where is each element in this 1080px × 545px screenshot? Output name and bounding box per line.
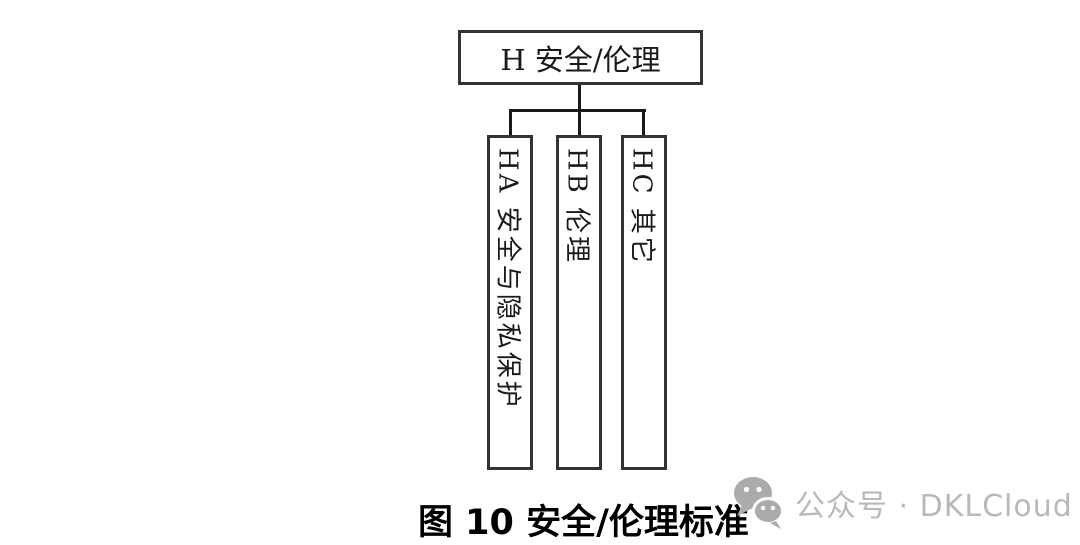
branch-node-box-ha: HA 安全与隐私保护 <box>487 135 533 470</box>
watermark: 公众号 · DKLCloud <box>733 476 1073 530</box>
root-node-label: H 安全/伦理 <box>500 42 661 77</box>
figure-caption: 图 10 安全/伦理标准 <box>418 503 749 543</box>
wechat-icon <box>734 477 783 529</box>
connector-drop-hb <box>578 109 581 138</box>
branch-node-label-ha: HA 安全与隐私保护 <box>492 148 523 410</box>
branch-node-box-hc: HC 其它 <box>621 135 667 470</box>
branch-node-label-hb: HB 伦理 <box>561 148 592 266</box>
connector-drop-ha <box>509 109 512 138</box>
branch-node-box-hb: HB 伦理 <box>556 135 602 470</box>
root-node-box: H 安全/伦理 <box>458 30 703 85</box>
watermark-text: 公众号 · DKLCloud <box>795 489 1073 524</box>
connector-drop-hc <box>642 109 645 138</box>
connector-stem <box>578 83 581 112</box>
branch-node-label-hc: HC 其它 <box>626 148 657 266</box>
